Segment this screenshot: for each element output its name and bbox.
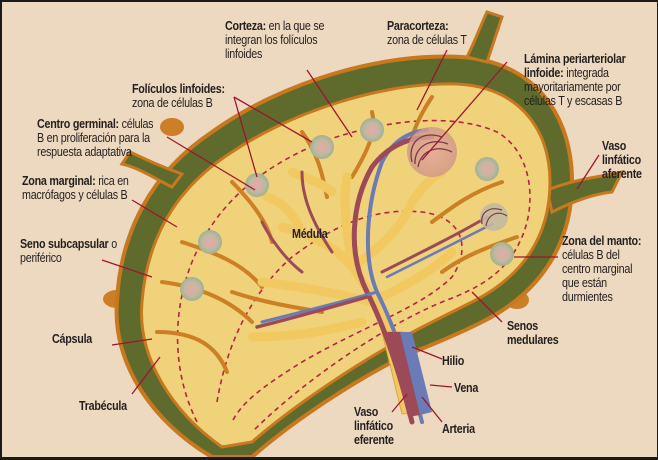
artery-trunk: [387, 332, 420, 417]
paracortex-boundary: [176, 119, 531, 433]
follicle: [475, 157, 499, 181]
follicle: [245, 173, 269, 197]
label-arteria: Arteria: [442, 422, 475, 436]
afferent-vessel: [545, 169, 625, 215]
follicle: [198, 230, 222, 254]
label-senos-medulares: Senos medulares: [507, 319, 559, 347]
label-centro-germinal: Centro germinal: células B en proliferac…: [37, 117, 154, 159]
follicle: [310, 135, 334, 159]
label-trabecula: Trabécula: [79, 399, 127, 413]
afferent-vessel-left: [119, 150, 185, 189]
label-medula: Médula: [292, 227, 328, 241]
label-zona-marginal: Zona marginal: rica en macrófagos y célu…: [22, 174, 129, 202]
leader-lines: [101, 49, 600, 423]
label-vaso-aferente: Vaso linfático aferente: [602, 139, 642, 181]
follicle: [180, 277, 204, 301]
pals-small-arterioles: [481, 208, 508, 227]
label-zona-manto: Zona del manto: células B del centro mar…: [562, 234, 642, 304]
label-hilio: Hilio: [442, 354, 465, 368]
pals-small: [480, 203, 508, 231]
label-corteza: Corteza: en la que se integran los folíc…: [225, 19, 325, 61]
label-lamina-periarteriolar: Lámina periarteriolar linfoide: integrad…: [524, 52, 626, 108]
vein-trunk: [397, 332, 432, 415]
afferent-vessel-top: [464, 10, 504, 64]
label-foliculos-linfoides: Folículos linfoides: zona de células B: [132, 82, 225, 110]
periarteriolar-sheath: [407, 127, 457, 177]
label-capsula: Cápsula: [52, 332, 93, 346]
follicle: [360, 118, 384, 142]
label-seno-subcapsular: Seno subcapsular o periférico: [20, 237, 117, 265]
lymphoid-follicles: [180, 118, 514, 301]
label-vaso-eferente: Vaso linfático eferente: [354, 405, 394, 447]
label-vena: Vena: [454, 381, 479, 395]
label-paracorteza: Paracorteza: zona de células T: [387, 19, 467, 47]
term: Corteza:: [225, 19, 266, 33]
follicle: [490, 242, 514, 266]
medulla-boundary: [216, 210, 463, 423]
